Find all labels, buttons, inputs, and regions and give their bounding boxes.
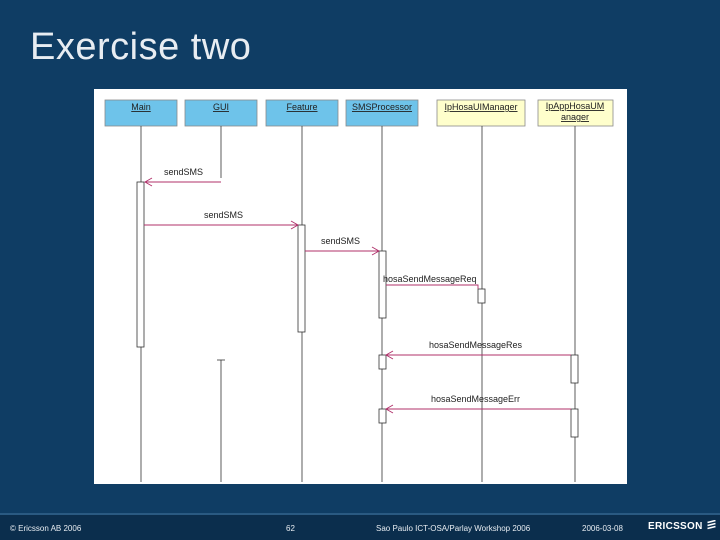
lifeline-label-smsprocessor: SMSProcessor xyxy=(352,102,412,112)
message-arrow-line xyxy=(386,284,479,289)
lifeline-header-gui: GUI xyxy=(184,99,258,127)
lifeline-box-iphosauimanager xyxy=(436,99,526,127)
message-label: hosaSendMessageRes xyxy=(429,340,523,350)
slide-title: Exercise two xyxy=(30,26,252,68)
lifeline-header-feature: Feature xyxy=(265,99,339,127)
arrowhead-icon xyxy=(290,220,299,230)
activation-ipapphosaumanager-1 xyxy=(570,354,579,384)
footer-copyright: © Ericsson AB 2006 xyxy=(10,524,82,533)
activation-smsprocessor-3 xyxy=(378,408,387,424)
lifeline-header-main: Main xyxy=(104,99,178,127)
lifeline-header-smsprocessor: SMSProcessor xyxy=(345,99,419,127)
message-label: sendSMS xyxy=(164,167,203,177)
message-2: sendSMS xyxy=(144,210,299,230)
lifeline-label-iphosauimanager: IpHosaUIManager xyxy=(444,102,517,112)
lifeline-box-main xyxy=(104,99,178,127)
footer-page-number: 62 xyxy=(286,524,295,533)
message-4: hosaSendMessageReq xyxy=(383,274,479,289)
arrowhead-icon xyxy=(385,404,394,414)
message-1: sendSMS xyxy=(144,167,221,187)
activation-feature xyxy=(297,224,306,333)
lifeline-label-main: Main xyxy=(131,102,151,112)
arrowhead-icon xyxy=(385,350,394,360)
logo-wordmark: ERICSSON xyxy=(648,521,703,532)
lifeline-header-ipapphosaumanager: IpAppHosaUM anager xyxy=(537,99,614,127)
lifeline-label-gui: GUI xyxy=(213,102,229,112)
footer-divider xyxy=(0,513,720,515)
lifeline-box-smsprocessor xyxy=(345,99,419,127)
sequence-diagram: Main GUI Feature SMSProcessor IpHosaUIMa… xyxy=(94,89,627,484)
lifeline-box-gui xyxy=(184,99,258,127)
ericsson-logo: ERICSSON xyxy=(648,520,716,532)
footer-bar xyxy=(0,515,720,540)
message-5: hosaSendMessageRes xyxy=(385,340,571,360)
activation-iphosauimanager xyxy=(477,288,486,304)
message-label: sendSMS xyxy=(204,210,243,220)
activation-main xyxy=(136,181,145,348)
sequence-diagram-svg: Main GUI Feature SMSProcessor IpHosaUIMa… xyxy=(104,99,614,482)
message-label: hosaSendMessageErr xyxy=(431,394,520,404)
message-label: hosaSendMessageReq xyxy=(383,274,477,284)
message-6: hosaSendMessageErr xyxy=(385,394,571,414)
message-3: sendSMS xyxy=(305,236,380,256)
footer-date: 2006-03-08 xyxy=(582,524,623,533)
activation-smsprocessor-1 xyxy=(378,250,387,319)
lifeline-label-ipapphosaumanager-line2: anager xyxy=(561,112,589,122)
lifeline-header-iphosauimanager: IpHosaUIManager xyxy=(436,99,526,127)
lifeline-label-feature: Feature xyxy=(286,102,317,112)
message-label: sendSMS xyxy=(321,236,360,246)
lifeline-box-feature xyxy=(265,99,339,127)
activation-ipapphosaumanager-2 xyxy=(570,408,579,438)
ericsson-mark-icon xyxy=(706,520,716,530)
arrowhead-icon xyxy=(144,177,153,187)
lifeline-box-ipapphosaumanager xyxy=(537,99,614,127)
arrowhead-icon xyxy=(371,246,380,256)
footer-event: Sao Paulo ICT-OSA/Parlay Workshop 2006 xyxy=(376,524,531,533)
lifeline-label-ipapphosaumanager: IpAppHosaUM xyxy=(546,101,605,111)
activation-smsprocessor-2 xyxy=(378,354,387,370)
